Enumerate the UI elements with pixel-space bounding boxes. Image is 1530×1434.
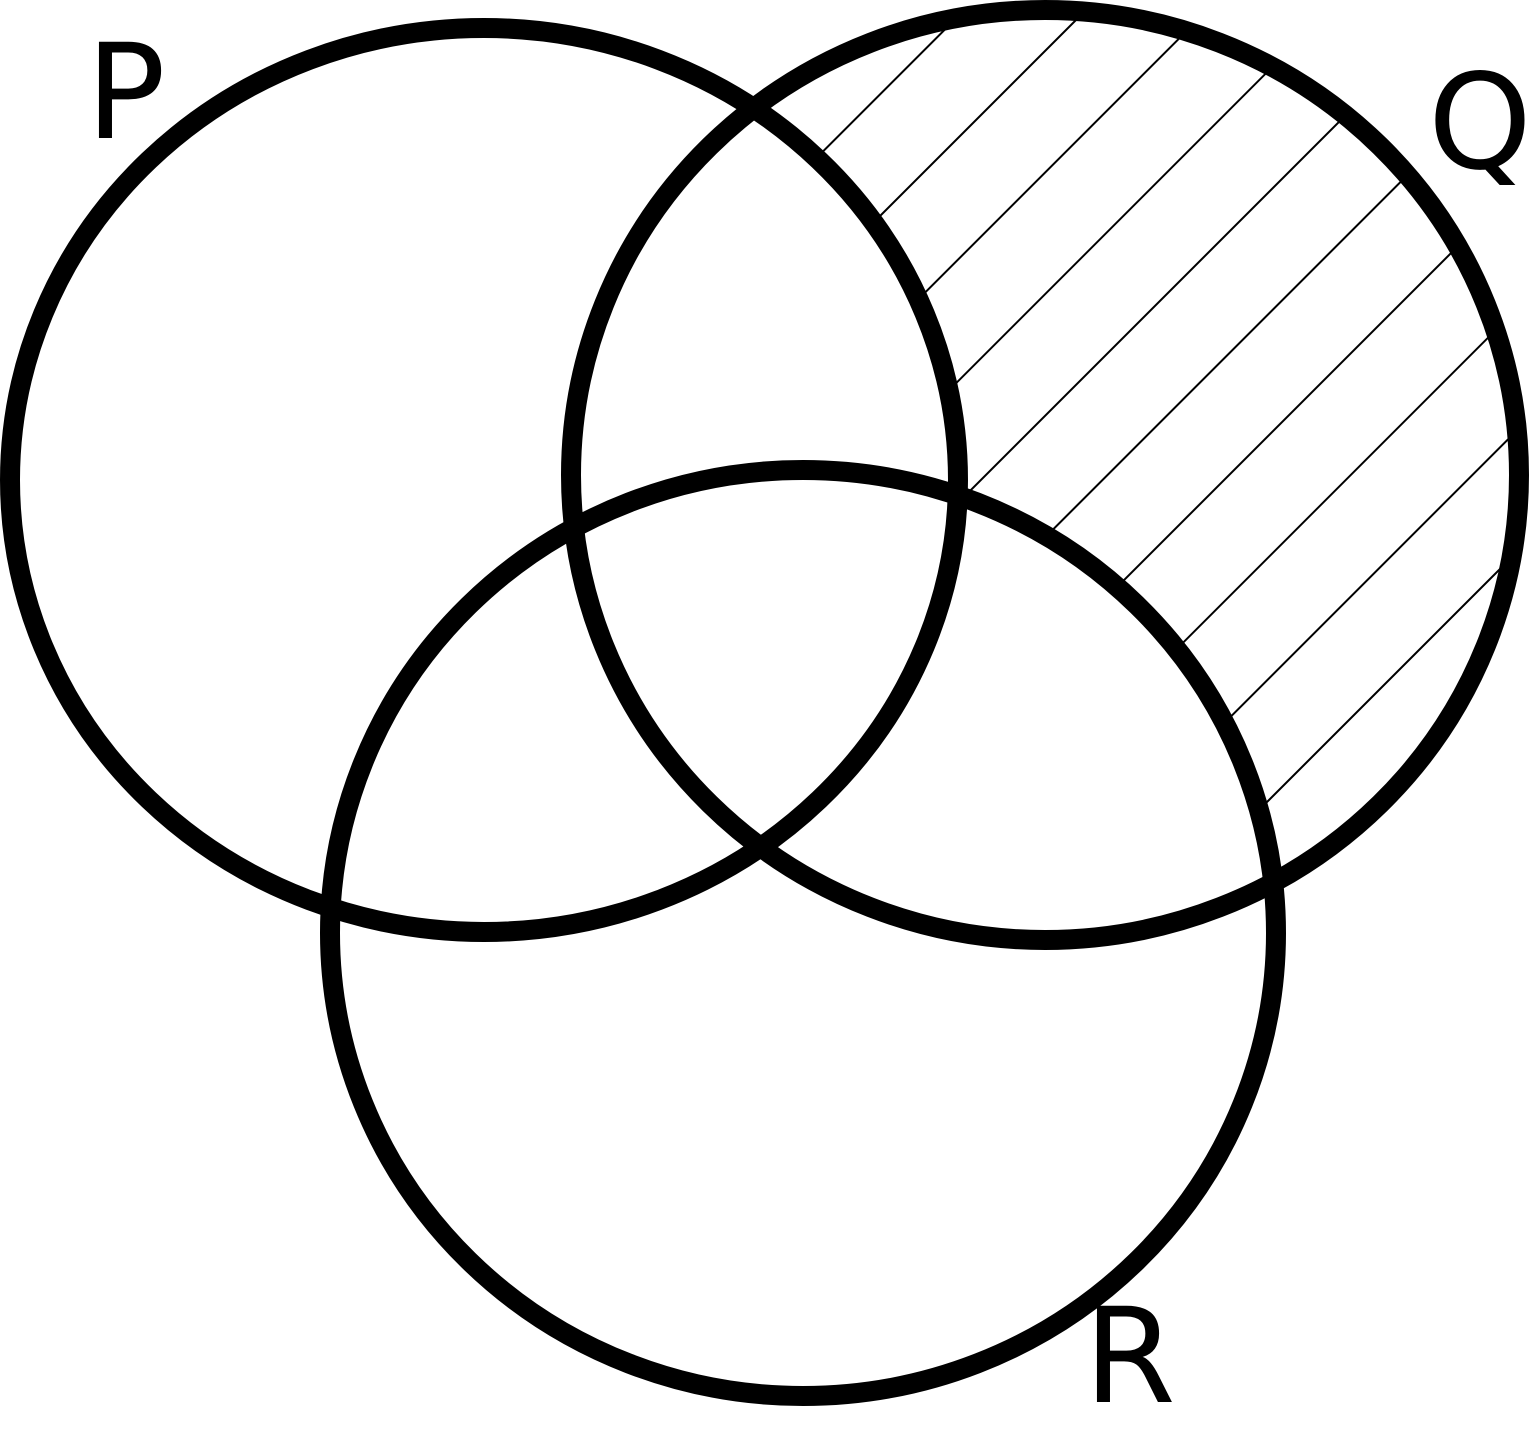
set-r-label: R [1084,1280,1176,1434]
set-p-circle [0,18,968,942]
set-q-label: Q [1428,46,1530,200]
set-r-circle [320,460,1286,1406]
set-q-circle [561,0,1529,950]
set-p-label: P [86,16,166,170]
